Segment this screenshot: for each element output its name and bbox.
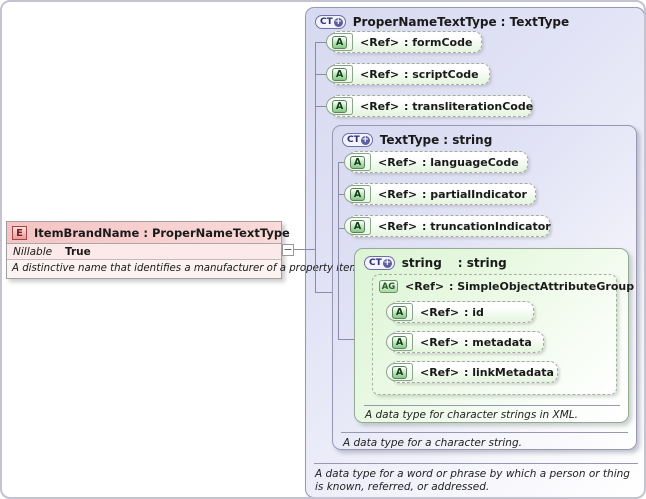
- collapse-toggle[interactable]: −: [282, 243, 294, 256]
- tree-stub: [316, 42, 326, 43]
- tree-stub: [316, 74, 326, 75]
- attribute-icon: A: [344, 217, 371, 235]
- complextype-annotation: A data type for a word or phrase by whic…: [315, 468, 630, 493]
- attribute-linkmetadata[interactable]: A <Ref> : linkMetadata: [386, 361, 558, 383]
- attribute-icon: A: [386, 363, 413, 381]
- property-value: True: [65, 245, 91, 258]
- complextype-title: ProperNameTextType: TextType: [352, 15, 570, 29]
- element-icon: E: [12, 225, 27, 240]
- tree-stub: [339, 339, 354, 340]
- element-properties-row: Nillable True: [7, 244, 281, 260]
- attribute-partialindicator[interactable]: A <Ref> : partialIndicator: [344, 183, 536, 205]
- tree-spine: [338, 162, 339, 340]
- attributegroup-header: AG <Ref> : SimpleObjectAttributeGroup: [373, 275, 634, 293]
- plus-icon: +: [333, 16, 343, 27]
- complextype-string-header[interactable]: CT+ string: string: [355, 249, 628, 270]
- attribute-id[interactable]: A <Ref> : id: [386, 301, 534, 323]
- element-itembrandname: E ItemBrandName : ProperNameTextType Nil…: [6, 221, 363, 279]
- attribute-truncationindicator[interactable]: A <Ref> : truncationIndicator: [344, 215, 551, 237]
- attributegroup-icon: AG: [379, 280, 398, 293]
- attribute-icon: A: [326, 33, 353, 51]
- attribute-metadata[interactable]: A <Ref> : metadata: [386, 331, 544, 353]
- annotation-divider: [364, 405, 620, 406]
- tree-stub: [316, 106, 326, 107]
- attribute-icon: A: [326, 97, 353, 115]
- element-title: ItemBrandName : ProperNameTextType: [34, 225, 290, 240]
- attribute-transliterationcode[interactable]: A <Ref> : transliterationCode: [326, 95, 533, 117]
- complextype-texttype-header[interactable]: CT+ TextType: string: [333, 126, 636, 147]
- attribute-formcode[interactable]: A <Ref> : formCode: [326, 31, 482, 53]
- complextype-icon: CT+: [364, 256, 395, 270]
- attribute-languagecode[interactable]: A <Ref> : languageCode: [344, 151, 528, 173]
- attribute-icon: A: [344, 153, 371, 171]
- plus-icon: +: [360, 134, 370, 145]
- attribute-icon: A: [386, 303, 413, 321]
- attribute-icon: A: [344, 185, 371, 203]
- plus-icon: +: [382, 257, 392, 268]
- attributegroup-ref: <Ref>: [405, 280, 445, 293]
- complextype-icon: CT+: [315, 15, 346, 29]
- connector-line: [294, 249, 315, 250]
- tree-stub: [316, 292, 332, 293]
- complextype-annotation: A data type for character strings in XML…: [365, 409, 578, 421]
- attributegroup-name: : SimpleObjectAttributeGroup: [449, 280, 635, 293]
- property-name: Nillable: [13, 245, 53, 258]
- annotation-divider: [341, 432, 628, 433]
- complextype-icon: CT+: [342, 133, 373, 147]
- attribute-icon: A: [326, 65, 353, 83]
- complextype-propernametexttype-header[interactable]: CT+ ProperNameTextType: TextType: [306, 8, 644, 29]
- complextype-title: TextType: string: [379, 133, 493, 147]
- complextype-title: string: string: [401, 256, 507, 270]
- element-header[interactable]: E ItemBrandName : ProperNameTextType: [7, 222, 290, 244]
- annotation-divider: [314, 463, 638, 464]
- attribute-icon: A: [386, 333, 413, 351]
- attribute-scriptcode[interactable]: A <Ref> : scriptCode: [326, 63, 490, 85]
- complextype-annotation: A data type for a character string.: [343, 437, 522, 449]
- tree-spine: [315, 42, 316, 293]
- element-annotation: A distinctive name that identifies a man…: [7, 260, 363, 278]
